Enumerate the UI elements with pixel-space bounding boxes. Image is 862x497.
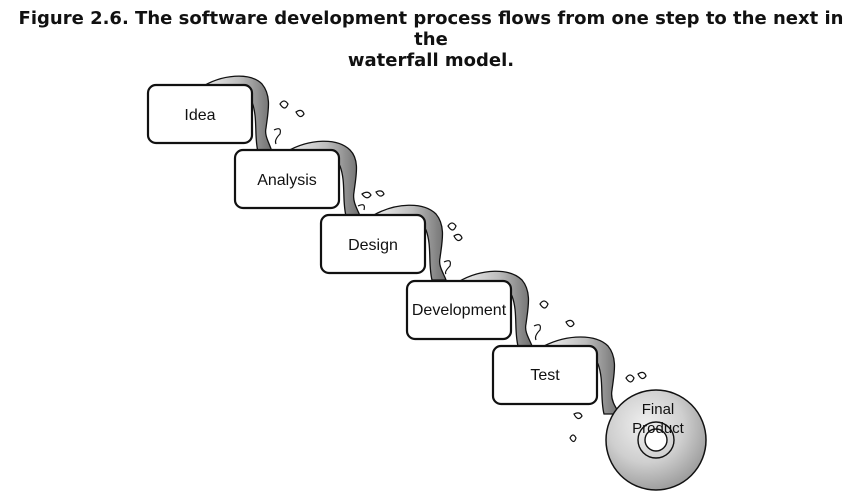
step-label: Development: [412, 302, 507, 319]
step-box-idea: Idea: [146, 83, 254, 145]
step-box-test: Test: [491, 344, 599, 406]
final-product-label-line2: Product: [632, 420, 685, 437]
step-box-development: Development: [405, 279, 513, 341]
step-label: Design: [348, 237, 398, 254]
step-label: Analysis: [257, 172, 317, 189]
caption-line-2: waterfall model.: [347, 50, 515, 71]
water-flows: [198, 75, 647, 443]
caption-line-1: Figure 2.6. The software development pro…: [18, 8, 844, 50]
step-label: Test: [530, 367, 560, 384]
final-product-label-line1: Final: [642, 401, 675, 418]
final-product-disc: Final Product: [605, 389, 707, 491]
figure-caption: Figure 2.6. The software development pro…: [0, 8, 862, 71]
step-label: Idea: [184, 107, 215, 124]
step-box-design: Design: [319, 213, 427, 275]
step-box-analysis: Analysis: [233, 148, 341, 210]
